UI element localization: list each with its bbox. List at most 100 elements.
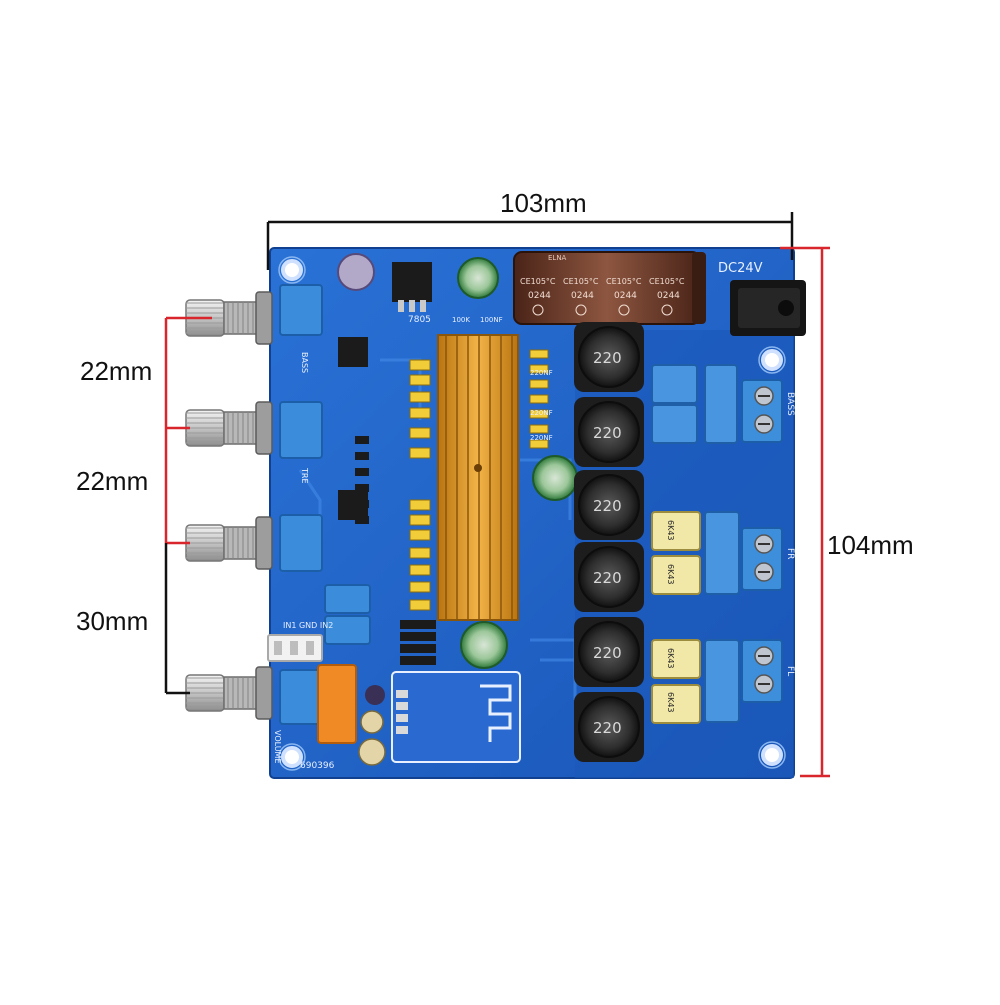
smd-chip: [400, 620, 436, 629]
capacitor-value-label: 0244: [657, 291, 680, 301]
potentiometer-group: [185, 291, 273, 720]
electrolytic-caps: [337, 253, 578, 766]
board-code: 690396: [300, 761, 335, 771]
capacitor-temp-label: CE105°C: [563, 277, 599, 286]
smd-resistor: [529, 439, 549, 449]
smd-chip: [400, 644, 436, 653]
filmcap-label-3: 6K43: [666, 648, 675, 669]
smd-chip: [355, 516, 369, 524]
knob-label-tre: TRE: [300, 467, 309, 484]
inductor-value: 220: [593, 644, 622, 662]
smd-resistor: [409, 374, 431, 386]
smd-resistor: [409, 391, 431, 403]
smd-resistor: [409, 514, 431, 526]
knob-label-volume: VOLUME: [273, 730, 282, 764]
width-dimension: [266, 212, 794, 270]
screw-terminal: [741, 379, 783, 443]
smd-resistor: [529, 349, 549, 359]
smd-components: [355, 349, 549, 665]
value-220nf-2: 220NF: [530, 409, 553, 417]
speaker-terminals: [741, 379, 783, 703]
capacitor-value-label: 0244: [614, 291, 637, 301]
smd-resistor: [409, 407, 431, 419]
smd-resistor: [529, 379, 549, 389]
dc-power-jack: [730, 280, 806, 336]
inductor-value: 220: [593, 349, 622, 367]
smd-resistor: [529, 364, 549, 374]
smd-resistor: [529, 394, 549, 404]
inductor: 220: [574, 322, 644, 392]
capacitor-labels: CE105°C0244CE105°C0244CE105°C0244CE105°C…: [520, 277, 685, 316]
bluetooth-module: [391, 671, 521, 763]
orange-relay: [317, 664, 357, 744]
volume-spacing-dimension: [164, 543, 190, 695]
smd-resistor: [409, 564, 431, 576]
smd-resistor: [409, 427, 431, 439]
potentiometer-knob: [185, 401, 273, 455]
input-label: IN1 GND IN2: [283, 621, 333, 630]
smd-resistor: [409, 581, 431, 593]
smd-resistor: [529, 409, 549, 419]
value-220nf-3: 220NF: [530, 434, 553, 442]
inductor-value: 220: [593, 424, 622, 442]
capacitor-mark: [618, 304, 630, 316]
inductor: 220: [574, 542, 644, 612]
smd-chip: [400, 656, 436, 665]
inductor: 220: [574, 617, 644, 687]
smd-resistor: [529, 424, 549, 434]
terminal-label-fr: FR: [785, 548, 795, 559]
value-100k: 100K: [452, 316, 470, 324]
capacitor-mark: [575, 304, 587, 316]
height-label: 104mm: [827, 530, 914, 560]
filmcap-label-2: 6K43: [666, 564, 675, 585]
inductor-group: 220 220 220 220 220 220: [574, 322, 644, 762]
smd-chip: [355, 484, 369, 492]
smd-resistor: [409, 499, 431, 511]
potentiometer-knob: [185, 666, 273, 720]
potentiometer-knob: [185, 291, 273, 345]
capacitor-value-label: 0244: [528, 291, 551, 301]
regulator-label: 7805: [408, 315, 431, 325]
filmcap-label-1: 6K43: [666, 520, 675, 541]
inductor-value: 220: [593, 497, 622, 515]
heatsink: [437, 334, 519, 621]
inductor: 220: [574, 397, 644, 467]
smd-resistor: [409, 447, 431, 459]
smd-resistor: [409, 547, 431, 559]
capacitor-mark: [661, 304, 673, 316]
spacing-label-3: 30mm: [76, 606, 149, 636]
input-connector: [267, 634, 323, 662]
smd-resistor: [409, 529, 431, 541]
inductor-value: 220: [593, 569, 622, 587]
height-dimension: [780, 246, 830, 778]
value-220nf-1: 220NF: [530, 369, 553, 377]
terminal-label-bass: BASS: [785, 392, 795, 416]
capacitor-temp-label: CE105°C: [606, 277, 642, 286]
smd-chip: [400, 632, 436, 641]
capacitor-value-label: 0244: [571, 291, 594, 301]
smd-resistor: [409, 599, 431, 611]
inductor: 220: [574, 692, 644, 762]
elna-brand: ELNA: [548, 254, 567, 262]
smd-resistor: [409, 359, 431, 371]
capacitor-mark: [532, 304, 544, 316]
smd-chip: [355, 436, 369, 444]
width-label: 103mm: [500, 188, 587, 218]
smd-chip: [355, 500, 369, 508]
inductor: 220: [574, 470, 644, 540]
smd-chip: [355, 452, 369, 460]
knob-label-bass: BASS: [300, 352, 309, 373]
terminal-label-fl: FL: [785, 666, 795, 676]
power-label: DC24V: [718, 261, 763, 276]
capacitor-bank: [513, 251, 706, 325]
knob-spacing-dimension: [164, 316, 212, 545]
potentiometer-knob: [185, 516, 273, 570]
screw-terminal: [741, 639, 783, 703]
capacitor-temp-label: CE105°C: [649, 277, 685, 286]
value-100nf: 100NF: [480, 316, 503, 324]
smd-chip: [355, 468, 369, 476]
filmcap-label-4: 6K43: [666, 692, 675, 713]
screw-terminal: [741, 527, 783, 591]
